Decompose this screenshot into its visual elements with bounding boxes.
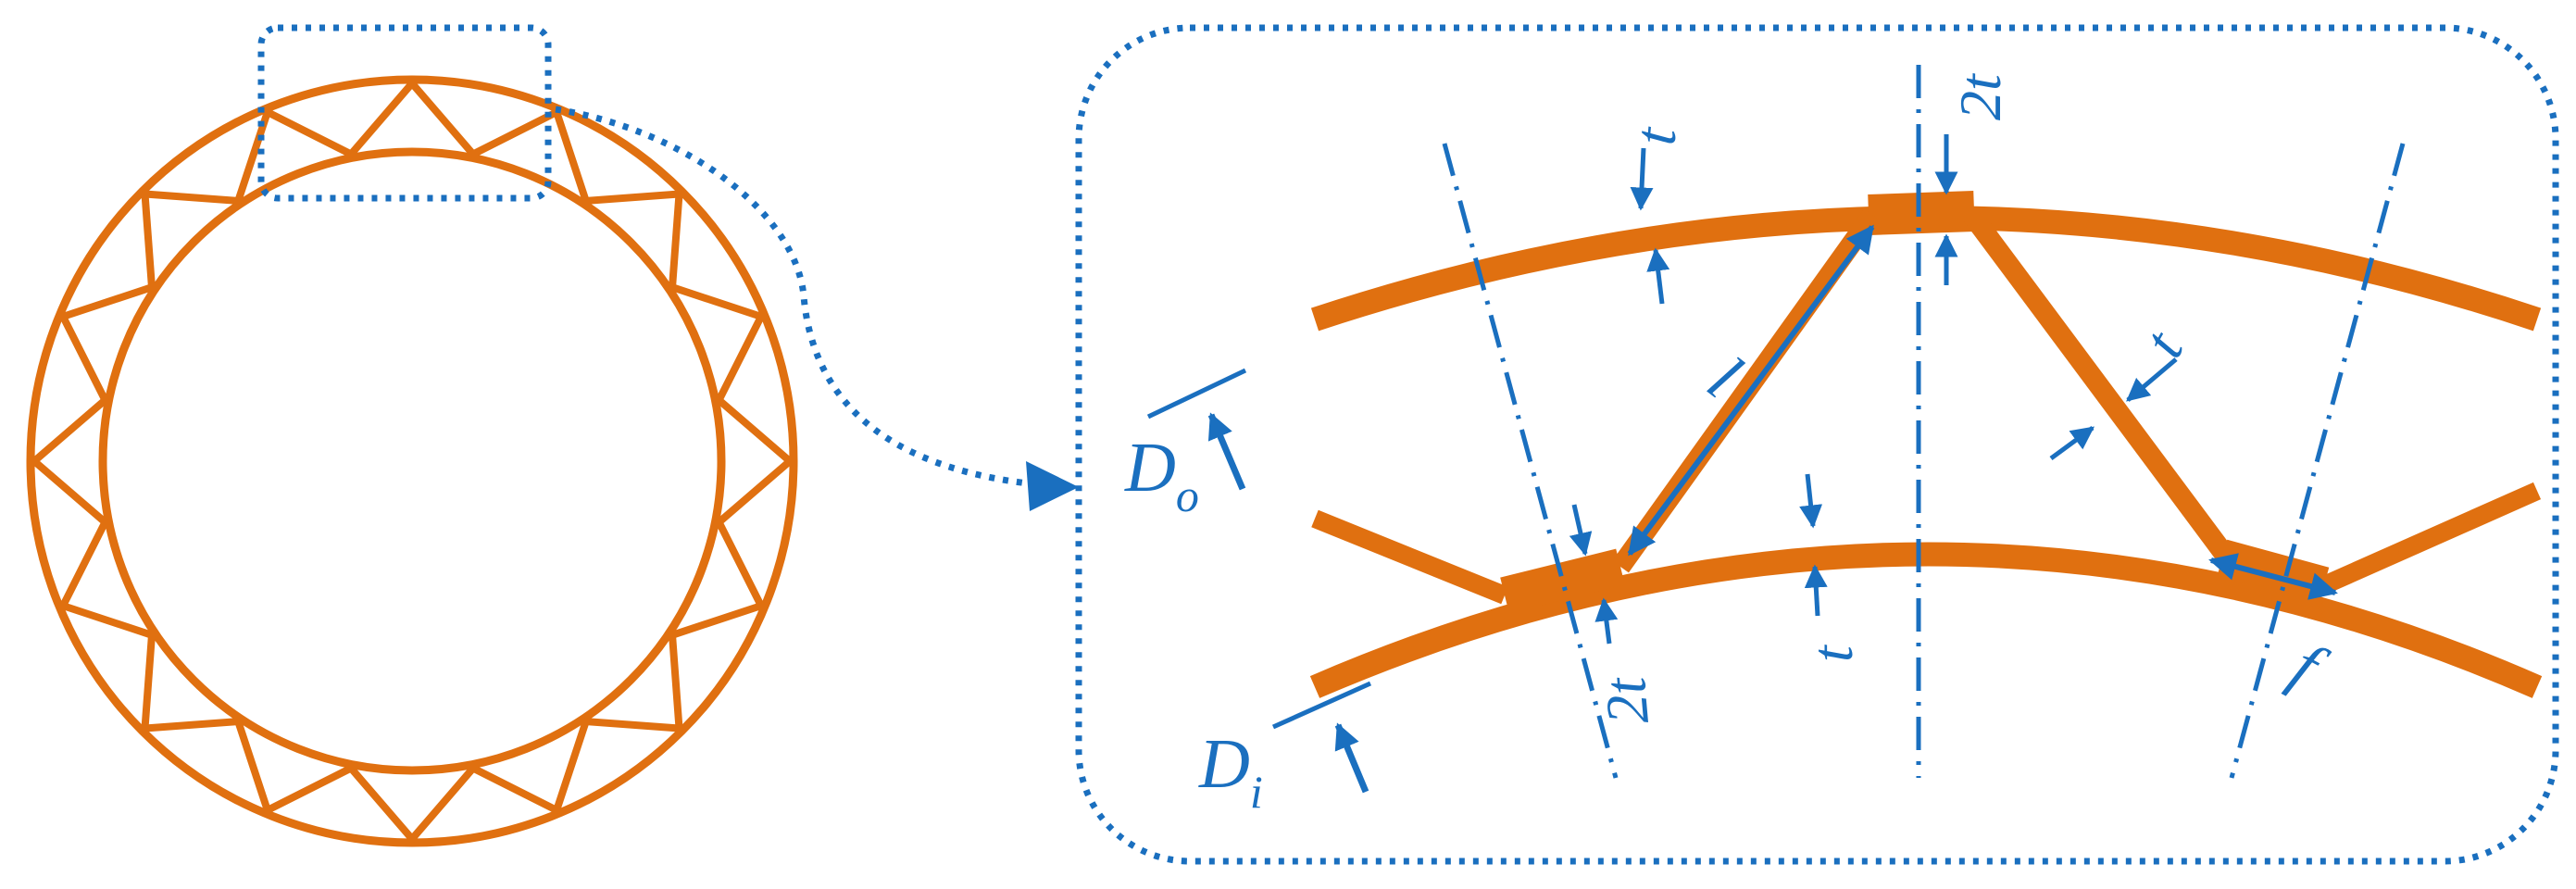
overview-ring bbox=[26, 75, 798, 847]
overview-strut-2-b bbox=[669, 190, 683, 292]
bottom-joint-thickness-arrow-bottom bbox=[1594, 597, 1619, 645]
detail-inner-ring-arc bbox=[1309, 542, 2543, 698]
overview-strut-3-a bbox=[669, 283, 765, 320]
detail-strut-right-outer bbox=[2320, 482, 2542, 595]
overview-strut-14-a bbox=[141, 190, 156, 292]
overview-strut-9-a bbox=[263, 764, 356, 814]
inner-ring-thickness-arrow-bottom bbox=[1804, 564, 1828, 617]
overview-strut-8-b bbox=[347, 764, 416, 843]
strut-thickness-arrow-top bbox=[2126, 357, 2178, 402]
detail-strut-right-diagonal bbox=[1962, 207, 2235, 564]
detail-dimensions bbox=[1146, 134, 2338, 794]
overview-strut-8-a bbox=[408, 764, 477, 843]
overview-strut-5-a bbox=[715, 518, 765, 610]
inner-ring-thickness-label: t bbox=[1799, 644, 1865, 662]
detail-structure bbox=[1309, 191, 2543, 698]
outer-ring-thickness-arrow-bottom bbox=[1646, 247, 1670, 305]
center-line-left bbox=[1442, 143, 1619, 779]
detail-frame bbox=[1075, 24, 2559, 865]
strut-thickness-arrow-bottom bbox=[2049, 425, 2095, 461]
overview-strut-6-b bbox=[581, 718, 683, 732]
overview-strut-10-a bbox=[141, 718, 243, 732]
detail-top-joint bbox=[1868, 191, 1975, 235]
overview-strut-7-b bbox=[469, 764, 561, 814]
overview-selection-box bbox=[257, 24, 552, 202]
overview-strut-7-a bbox=[553, 718, 590, 814]
overview-strut-5-b bbox=[669, 602, 765, 639]
bottom-joint-thickness-label: 2t bbox=[1592, 673, 1661, 727]
overview-strut-11-b bbox=[59, 518, 109, 610]
joint-length-label: f bbox=[2280, 628, 2338, 706]
overview-strut-15-b bbox=[263, 108, 356, 158]
overview-strut-14-b bbox=[141, 190, 243, 205]
outer-ring-thickness-arrow-top bbox=[1630, 147, 1654, 211]
joint-length-arrow bbox=[2208, 553, 2338, 600]
overview-strut-13-a bbox=[59, 312, 109, 405]
outer-diameter-tick bbox=[1146, 368, 1247, 419]
inner-diameter-arrow bbox=[1334, 722, 1369, 794]
overview-strut-0-b bbox=[408, 80, 477, 158]
overview-strut-13-b bbox=[59, 283, 156, 320]
outer-diameter-label: Do bbox=[1124, 429, 1199, 521]
overview-strut-6-a bbox=[669, 631, 683, 732]
overview-strut-1-b bbox=[553, 108, 590, 205]
overview-struts bbox=[31, 80, 794, 843]
bottom-joint-thickness-arrow-top bbox=[1569, 504, 1593, 557]
top-joint-thickness-label: 2t bbox=[1947, 72, 2013, 120]
inner-diameter-tick bbox=[1271, 681, 1372, 730]
overview-strut-12-a bbox=[31, 457, 109, 526]
overview-strut-10-b bbox=[141, 631, 156, 732]
detail-bottom-joint-left bbox=[1500, 548, 1625, 614]
inner-ring-thickness-arrow-top bbox=[1799, 473, 1823, 529]
overview-strut-4-b bbox=[715, 457, 794, 526]
outer-ring-thickness-label: t bbox=[1621, 123, 1688, 147]
overview-strut-2-a bbox=[581, 190, 683, 205]
overview-strut-11-a bbox=[59, 602, 156, 639]
overview-inner-ring bbox=[98, 147, 726, 775]
outer-diameter-arrow bbox=[1207, 412, 1246, 491]
detail-strut-left-outer bbox=[1311, 509, 1508, 605]
zoom-connector-arrowhead bbox=[1026, 461, 1079, 511]
zoom-connector-arrow bbox=[555, 106, 1029, 487]
overview-strut-1-a bbox=[469, 108, 561, 158]
strut-thickness-label: t bbox=[2131, 319, 2196, 368]
overview-strut-3-b bbox=[715, 312, 765, 405]
overview-strut-9-b bbox=[234, 718, 271, 814]
center-line-right bbox=[2229, 143, 2406, 779]
overview-strut-15-a bbox=[234, 108, 271, 205]
inner-diameter-label: Di bbox=[1198, 725, 1263, 818]
detail-labels: Do Di l t 2t t t 2t f bbox=[1124, 72, 2339, 818]
strut-length-arrow bbox=[1627, 224, 1875, 557]
overview-strut-12-b bbox=[31, 396, 109, 465]
overview-strut-0-a bbox=[347, 80, 416, 158]
overview-strut-4-a bbox=[715, 396, 794, 465]
detail-center-lines bbox=[1442, 65, 2406, 779]
